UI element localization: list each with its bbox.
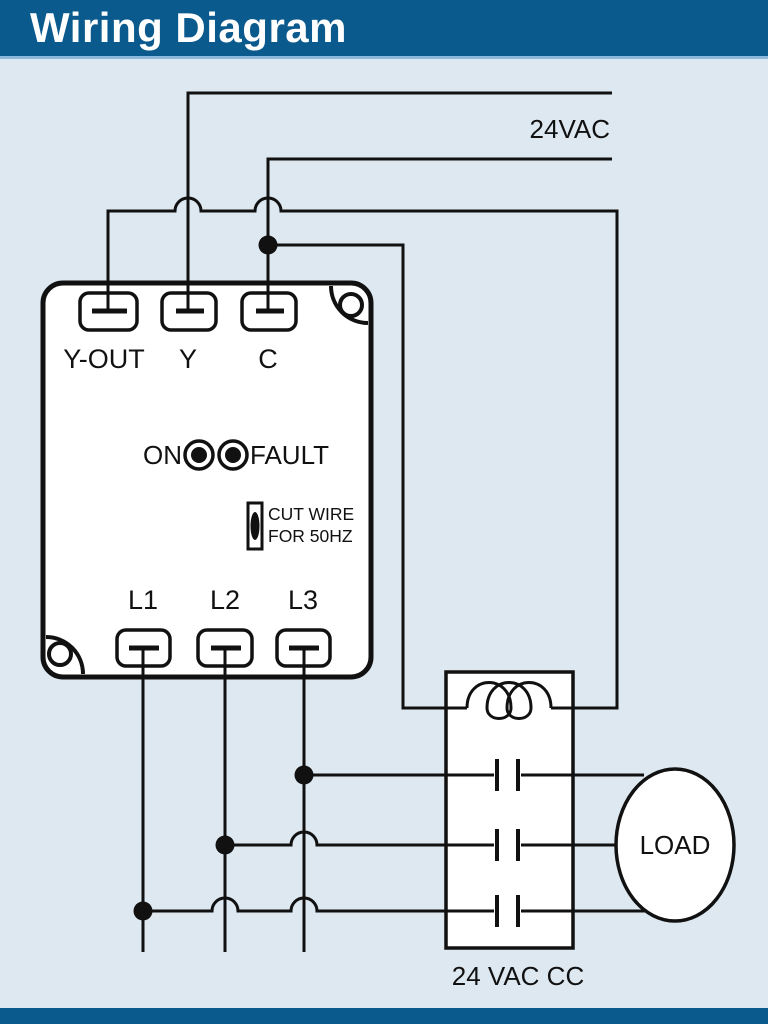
fault-label: FAULT — [250, 440, 329, 470]
junction-dot-l3 — [294, 765, 314, 785]
wire-y-to-24vac — [186, 91, 612, 311]
cut-wire-note-line1: CUT WIRE — [268, 504, 354, 524]
terminal-y-label: Y — [179, 344, 197, 374]
terminal-l1-label: L1 — [128, 585, 158, 615]
page-title: Wiring Diagram — [30, 4, 347, 51]
cut-wire-note-line2: FOR 50HZ — [268, 526, 353, 546]
fault-led-icon — [217, 439, 249, 471]
wire-c-branch-to-coil — [268, 243, 467, 710]
contact-top — [495, 759, 520, 791]
wire-y-out-to-coil — [106, 196, 619, 710]
cut-wire-jumper — [246, 501, 264, 551]
junction-dot-l1 — [133, 901, 153, 921]
terminal-y — [160, 291, 218, 332]
wire-l2-to-contact — [225, 830, 494, 847]
mount-ear-bottom-left — [45, 635, 85, 675]
contactor-label: 24 VAC CC — [452, 961, 584, 991]
mount-hole-top-right — [338, 292, 364, 318]
junction-dot-l2 — [215, 835, 235, 855]
terminal-l2-label: L2 — [210, 585, 240, 615]
wire-l1-to-contact — [143, 896, 494, 913]
on-led-icon — [183, 439, 215, 471]
terminal-l3-label: L3 — [288, 585, 318, 615]
terminal-y-out-label: Y-OUT — [63, 344, 145, 374]
contactor-box — [444, 670, 575, 950]
contact-bottom — [495, 895, 520, 927]
contact-middle — [495, 829, 520, 861]
header-bar: Wiring Diagram — [0, 0, 768, 59]
on-label: ON — [143, 440, 182, 470]
supply-label: 24VAC — [530, 114, 610, 144]
coil — [465, 681, 553, 720]
wire-c-to-24vac — [266, 157, 612, 311]
device-box — [40, 280, 374, 680]
junction-dot-c — [258, 235, 278, 255]
terminal-c-label: C — [258, 344, 278, 374]
footer-bar — [0, 1008, 768, 1024]
load-label: LOAD — [640, 830, 711, 860]
mount-hole-bottom-left — [47, 641, 73, 667]
